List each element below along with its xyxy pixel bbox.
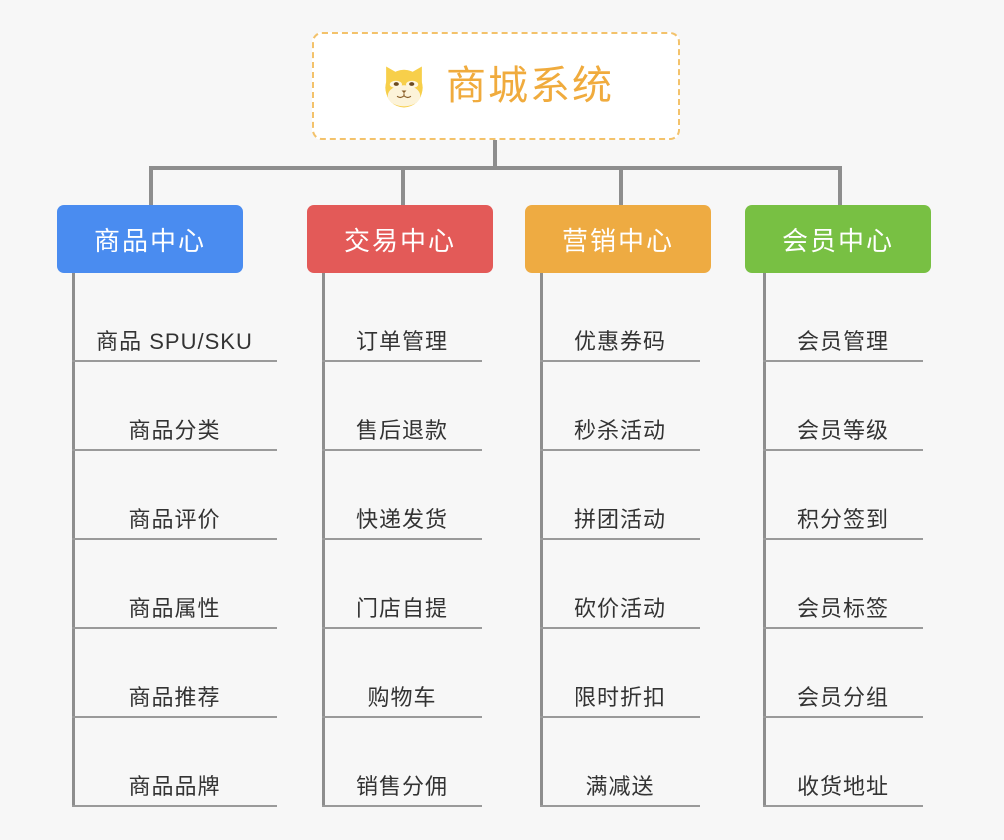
list-item-label: 门店自提 (355, 596, 448, 621)
list-item[interactable]: 商品推荐 (72, 629, 277, 718)
list-item-label: 满减送 (585, 774, 655, 799)
list-item-label: 快递发货 (355, 507, 448, 532)
list-item[interactable]: 会员管理 (763, 273, 923, 362)
list-item[interactable]: 积分签到 (763, 451, 923, 540)
list-item-label: 商品 SPU/SKU (96, 329, 253, 354)
connector-drop-4 (838, 166, 842, 206)
list-item[interactable]: 商品评价 (72, 451, 277, 540)
list-item-label: 会员等级 (796, 418, 889, 443)
list-item-label: 会员管理 (796, 329, 889, 354)
list-item-label: 会员分组 (796, 685, 889, 710)
category-box-3[interactable]: 营销中心 (525, 205, 711, 273)
list-item-label: 商品品牌 (128, 774, 221, 799)
list-item-label: 商品分类 (128, 418, 221, 443)
list-item[interactable]: 商品分类 (72, 362, 277, 451)
list-item[interactable]: 商品 SPU/SKU (72, 273, 277, 362)
list-item-label: 订单管理 (355, 329, 448, 354)
list-item[interactable]: 会员标签 (763, 540, 923, 629)
root-node-title: 商城系统 (446, 64, 614, 108)
list-item-label: 售后退款 (355, 418, 448, 443)
list-item[interactable]: 会员分组 (763, 629, 923, 718)
list-item-label: 积分签到 (796, 507, 889, 532)
list-item-label: 拼团活动 (573, 507, 666, 532)
column-rail (72, 273, 75, 807)
category-label: 交易中心 (343, 225, 456, 256)
category-box-4[interactable]: 会员中心 (745, 205, 931, 273)
connector-bus (149, 166, 840, 170)
column-rail (540, 273, 543, 807)
list-item-label: 商品属性 (128, 596, 221, 621)
list-item-label: 限时折扣 (573, 685, 666, 710)
category-label: 会员中心 (781, 225, 894, 256)
list-item[interactable]: 售后退款 (322, 362, 482, 451)
list-item-label: 商品推荐 (128, 685, 221, 710)
category-label: 营销中心 (561, 225, 674, 256)
list-item[interactable]: 会员等级 (763, 362, 923, 451)
connector-drop-2 (401, 166, 405, 206)
list-item-label: 收货地址 (796, 774, 889, 799)
item-column-4: 会员管理会员等级积分签到会员标签会员分组收货地址 (763, 273, 923, 807)
item-column-2: 订单管理售后退款快递发货门店自提购物车销售分佣 (322, 273, 482, 807)
category-box-1[interactable]: 商品中心 (57, 205, 243, 273)
list-item[interactable]: 门店自提 (322, 540, 482, 629)
list-item-label: 销售分佣 (355, 774, 448, 799)
list-item-label: 秒杀活动 (573, 418, 666, 443)
list-item[interactable]: 砍价活动 (540, 540, 700, 629)
category-box-2[interactable]: 交易中心 (307, 205, 493, 273)
column-rail (763, 273, 766, 807)
connector-drop-1 (149, 166, 153, 206)
list-item[interactable]: 限时折扣 (540, 629, 700, 718)
list-item[interactable]: 优惠券码 (540, 273, 700, 362)
root-node-card[interactable]: 商城系统 (312, 32, 680, 140)
connector-stem (493, 140, 497, 169)
list-item-label: 砍价活动 (573, 596, 666, 621)
list-item-label: 商品评价 (128, 507, 221, 532)
list-item[interactable]: 购物车 (322, 629, 482, 718)
list-item[interactable]: 商品属性 (72, 540, 277, 629)
list-item[interactable]: 满减送 (540, 718, 700, 807)
list-item[interactable]: 拼团活动 (540, 451, 700, 540)
list-item-label: 会员标签 (796, 596, 889, 621)
list-item[interactable]: 订单管理 (322, 273, 482, 362)
list-item[interactable]: 快递发货 (322, 451, 482, 540)
column-rail (322, 273, 325, 807)
list-item-label: 优惠券码 (573, 329, 666, 354)
shiba-dog-face-icon (378, 60, 430, 112)
list-item[interactable]: 秒杀活动 (540, 362, 700, 451)
item-column-1: 商品 SPU/SKU 商品分类商品评价商品属性商品推荐商品品牌 (72, 273, 277, 807)
connector-drop-3 (619, 166, 623, 206)
list-item-label: 购物车 (367, 685, 437, 710)
item-column-3: 优惠券码秒杀活动拼团活动砍价活动限时折扣满减送 (540, 273, 700, 807)
category-label: 商品中心 (93, 225, 206, 256)
list-item[interactable]: 收货地址 (763, 718, 923, 807)
list-item[interactable]: 商品品牌 (72, 718, 277, 807)
list-item[interactable]: 销售分佣 (322, 718, 482, 807)
